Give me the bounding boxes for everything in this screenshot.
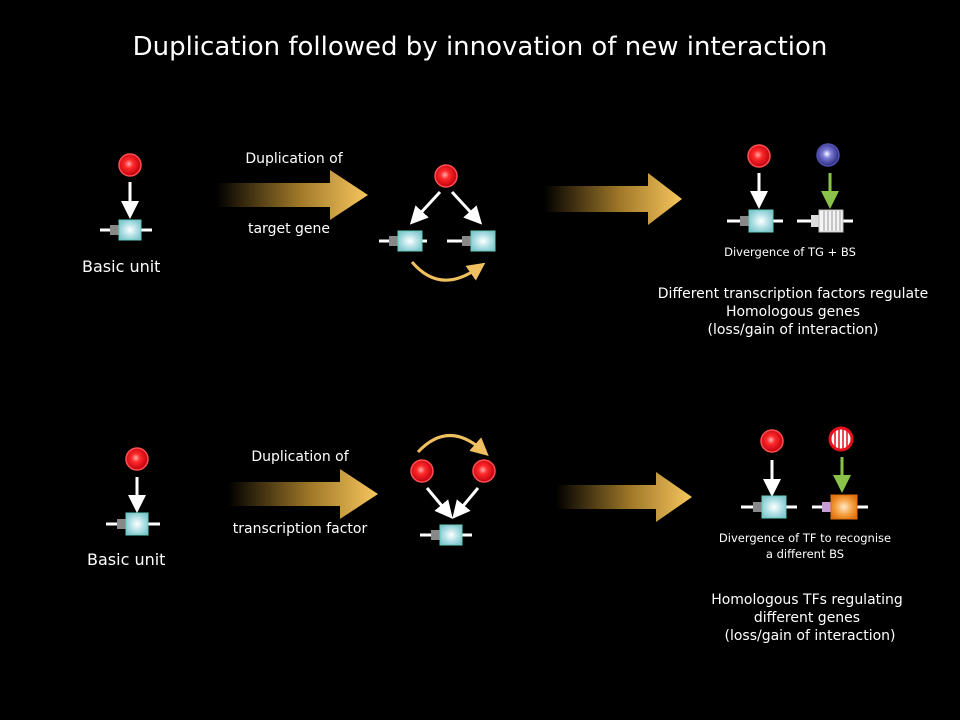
regulation-arrow [450, 190, 483, 225]
duplication-arrow-bottom [228, 469, 378, 519]
result-arrow-bottom [556, 472, 692, 522]
arrow-label-top-line2: target gene [247, 221, 331, 237]
arrow-label-bottom-line2: transcription factor [232, 521, 368, 537]
summary-top-line2: Homologous genes [725, 304, 861, 320]
bottom-divergence-result [741, 426, 868, 520]
result-arrow-top [544, 173, 682, 225]
transcription-factor-node [125, 447, 149, 471]
divergent-target-gene-box [818, 209, 844, 233]
bottom-basic-unit [106, 447, 160, 536]
result-caption-top: Divergence of TG + BS [724, 245, 856, 259]
duplication-arrow-top [216, 170, 368, 220]
transcription-factor-node [410, 459, 434, 483]
target-gene-box [439, 524, 463, 546]
transcription-factor-node [472, 459, 496, 483]
top-duplicated-target-gene [379, 164, 496, 282]
duplication-curve-arrow [416, 434, 489, 456]
summary-bottom-line1: Homologous TFs regulating [711, 592, 903, 608]
binding-site [462, 236, 472, 246]
arrow-label-bottom-line1: Duplication of [251, 449, 349, 465]
summary-bottom-line3: (loss/gain of interaction) [724, 628, 896, 644]
divergent-transcription-factor-node [816, 143, 840, 167]
result-caption-bottom-line2: a different BS [765, 547, 845, 561]
regulation-arrow [409, 190, 442, 225]
target-gene-box [761, 495, 787, 519]
arrow-label-top-line1: Duplication of [245, 151, 343, 167]
basic-unit-label-bottom: Basic unit [87, 550, 166, 569]
result-caption-bottom-line1: Divergence of TF to recognise [718, 531, 892, 545]
regulation-arrow [452, 487, 480, 519]
binding-site [389, 236, 399, 246]
transcription-factor-node [434, 164, 458, 188]
slide-title: Duplication followed by innovation of ne… [132, 32, 828, 62]
divergent-transcription-factor-node [828, 426, 854, 452]
summary-bottom-line2: different genes [753, 610, 861, 626]
target-gene-box [125, 512, 149, 536]
binding-site [753, 502, 763, 512]
bottom-duplicated-transcription-factor [410, 434, 496, 546]
target-gene-box [748, 209, 774, 233]
summary-top-line1: Different transcription factors regulate [657, 286, 929, 302]
divergent-binding-site [811, 215, 821, 227]
target-gene-box [397, 230, 423, 252]
binding-site [110, 225, 120, 235]
summary-top-line3: (loss/gain of interaction) [707, 322, 879, 338]
duplication-curve-arrow [410, 261, 486, 282]
target-gene-box [470, 230, 496, 252]
top-basic-unit [100, 153, 152, 241]
transcription-factor-node [118, 153, 142, 177]
basic-unit-label-top: Basic unit [82, 257, 161, 276]
transcription-factor-node [760, 429, 784, 453]
divergent-binding-site [822, 502, 832, 512]
regulation-arrow [425, 487, 453, 519]
top-divergence-result [727, 143, 853, 233]
binding-site [431, 530, 441, 540]
divergent-target-gene-box [830, 494, 858, 520]
transcription-factor-node [747, 144, 771, 168]
binding-site [117, 519, 127, 529]
target-gene-box [118, 219, 142, 241]
binding-site [740, 216, 750, 226]
